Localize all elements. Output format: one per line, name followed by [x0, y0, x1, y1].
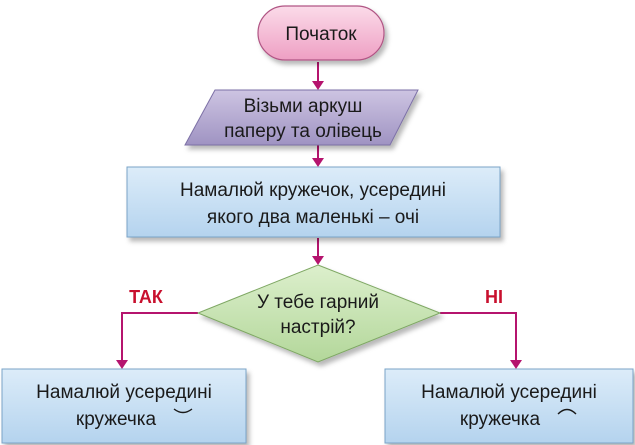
- yes-action-node: Намалюй усередині кружечка: [1, 368, 247, 444]
- sad-mouth-icon: [557, 408, 577, 415]
- arrowhead-no-action: [510, 360, 522, 369]
- no-action-label-line1: Намалюй усередині: [421, 382, 597, 403]
- branch-yes-label: ТАК: [129, 287, 164, 307]
- decision-node: У тебе гарний настрій?: [196, 264, 442, 363]
- no-action-label-line2: кружечка: [460, 409, 541, 430]
- arrowhead-decision: [312, 256, 324, 265]
- decision-label-line2: настрій?: [280, 317, 355, 338]
- yes-action-label-line1: Намалюй усередині: [36, 382, 212, 403]
- arrowhead-yes-action: [116, 360, 128, 369]
- arrowhead-process: [312, 158, 324, 167]
- start-node: Початок: [257, 5, 385, 61]
- draw-circle-label-line1: Намалюй кружечок, усередині: [180, 180, 446, 201]
- draw-circle-node: Намалюй кружечок, усередині якого два ма…: [126, 166, 501, 238]
- input-label-line1: Візьми аркуш: [244, 96, 363, 117]
- branch-no-label: НІ: [485, 287, 503, 307]
- connector-decision-yes: [121, 312, 198, 363]
- arrowhead-input: [312, 81, 324, 90]
- input-node: Візьми аркуш паперу та олівець: [184, 89, 419, 146]
- yes-action-label-line2: кружечка: [76, 409, 157, 430]
- draw-circle-label-line2: якого два маленькі – очі: [207, 207, 419, 228]
- connector-decision-no: [440, 312, 517, 363]
- connectors: [116, 62, 522, 369]
- start-label: Початок: [285, 24, 357, 45]
- no-action-node: Намалюй усередині кружечка: [384, 368, 634, 444]
- decision-label-line1: У тебе гарний: [257, 292, 379, 313]
- smile-mouth-icon: [173, 408, 193, 414]
- input-label-line2: паперу та олівець: [224, 121, 382, 142]
